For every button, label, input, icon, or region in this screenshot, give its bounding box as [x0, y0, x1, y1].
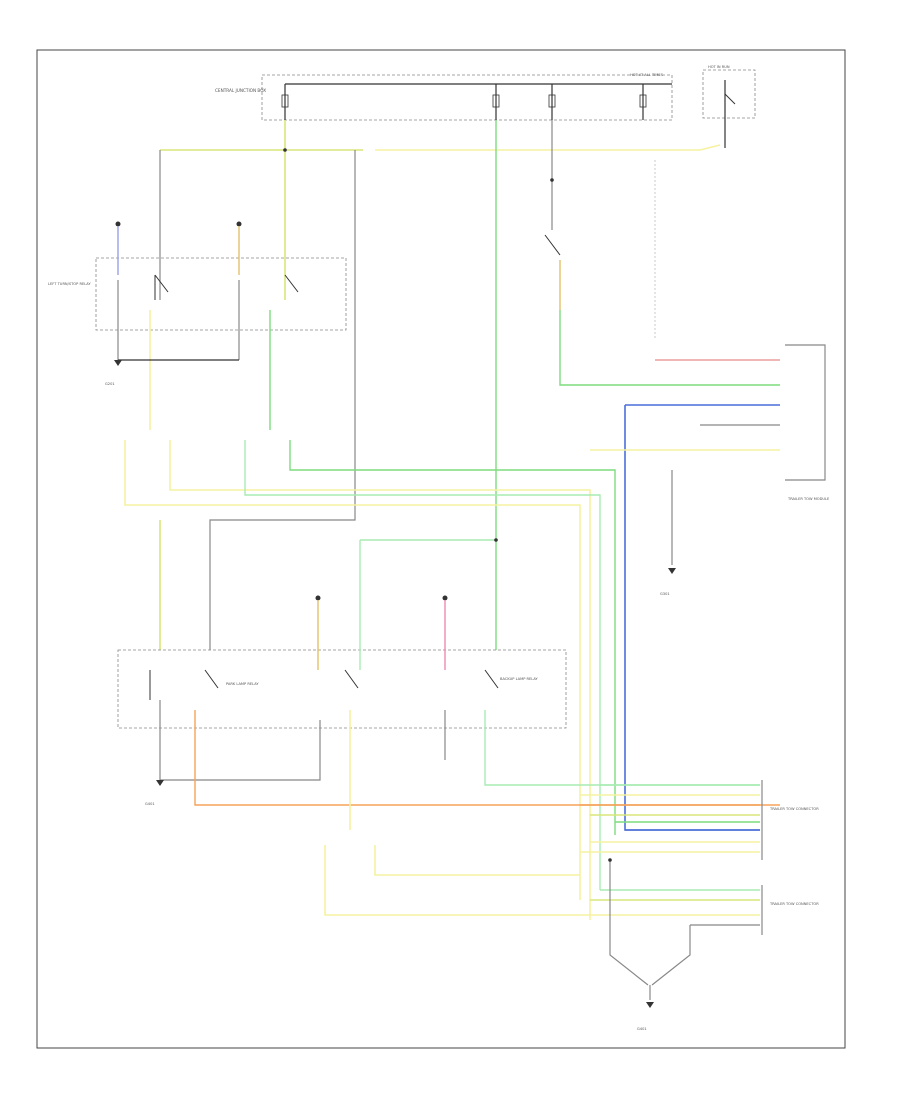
- ground-icon: [646, 1002, 654, 1008]
- relay-switch-icon: [154, 274, 169, 293]
- ground-icon: [114, 360, 122, 366]
- diagram-frame: [36, 49, 846, 1049]
- connector-1-label: TRAILER TOW CONNECTOR: [769, 807, 819, 811]
- splice-dot-icon: [283, 148, 612, 862]
- ground-g2-label: G301: [660, 592, 670, 596]
- trailer-connector-2: TRAILER TOW CONNECTOR: [580, 885, 819, 935]
- brake-switch-group: [544, 200, 780, 386]
- trailer-module-label: TRAILER TOW MODULE: [787, 497, 830, 501]
- junction-box-top: CENTRAL JUNCTION BOX HOT AT ALL TIMES: [215, 73, 673, 121]
- connector-2-label: TRAILER TOW CONNECTOR: [769, 902, 819, 906]
- ground-icon: [156, 780, 164, 786]
- ground-g3-label: G401: [145, 802, 155, 806]
- ground-g1-label: G201: [105, 382, 115, 386]
- ground-g4-label: G401: [637, 1027, 647, 1031]
- trailer-connector-1: TRAILER TOW CONNECTOR: [580, 780, 819, 860]
- park-relay-label: PARK LAMP RELAY: [226, 682, 259, 686]
- backup-relay-label: BACKUP LAMP RELAY: [500, 677, 539, 681]
- hot-in-run-label: HOT IN RUN: [708, 65, 730, 69]
- fuse-icon: [281, 94, 647, 108]
- left-relay-group: LEFT TURN/STOP RELAY G201: [48, 221, 347, 430]
- ground-icon: [668, 568, 676, 574]
- top-right-relay: HOT IN RUN: [702, 65, 756, 148]
- bottom-relay-group: PARK LAMP RELAY BACKUP LAMP RELAY G401: [117, 539, 780, 830]
- hot-at-all-times-label: HOT AT ALL TIMES: [630, 73, 664, 77]
- junction-box-label: CENTRAL JUNCTION BOX: [215, 88, 266, 93]
- left-relay-label: LEFT TURN/STOP RELAY: [48, 282, 91, 286]
